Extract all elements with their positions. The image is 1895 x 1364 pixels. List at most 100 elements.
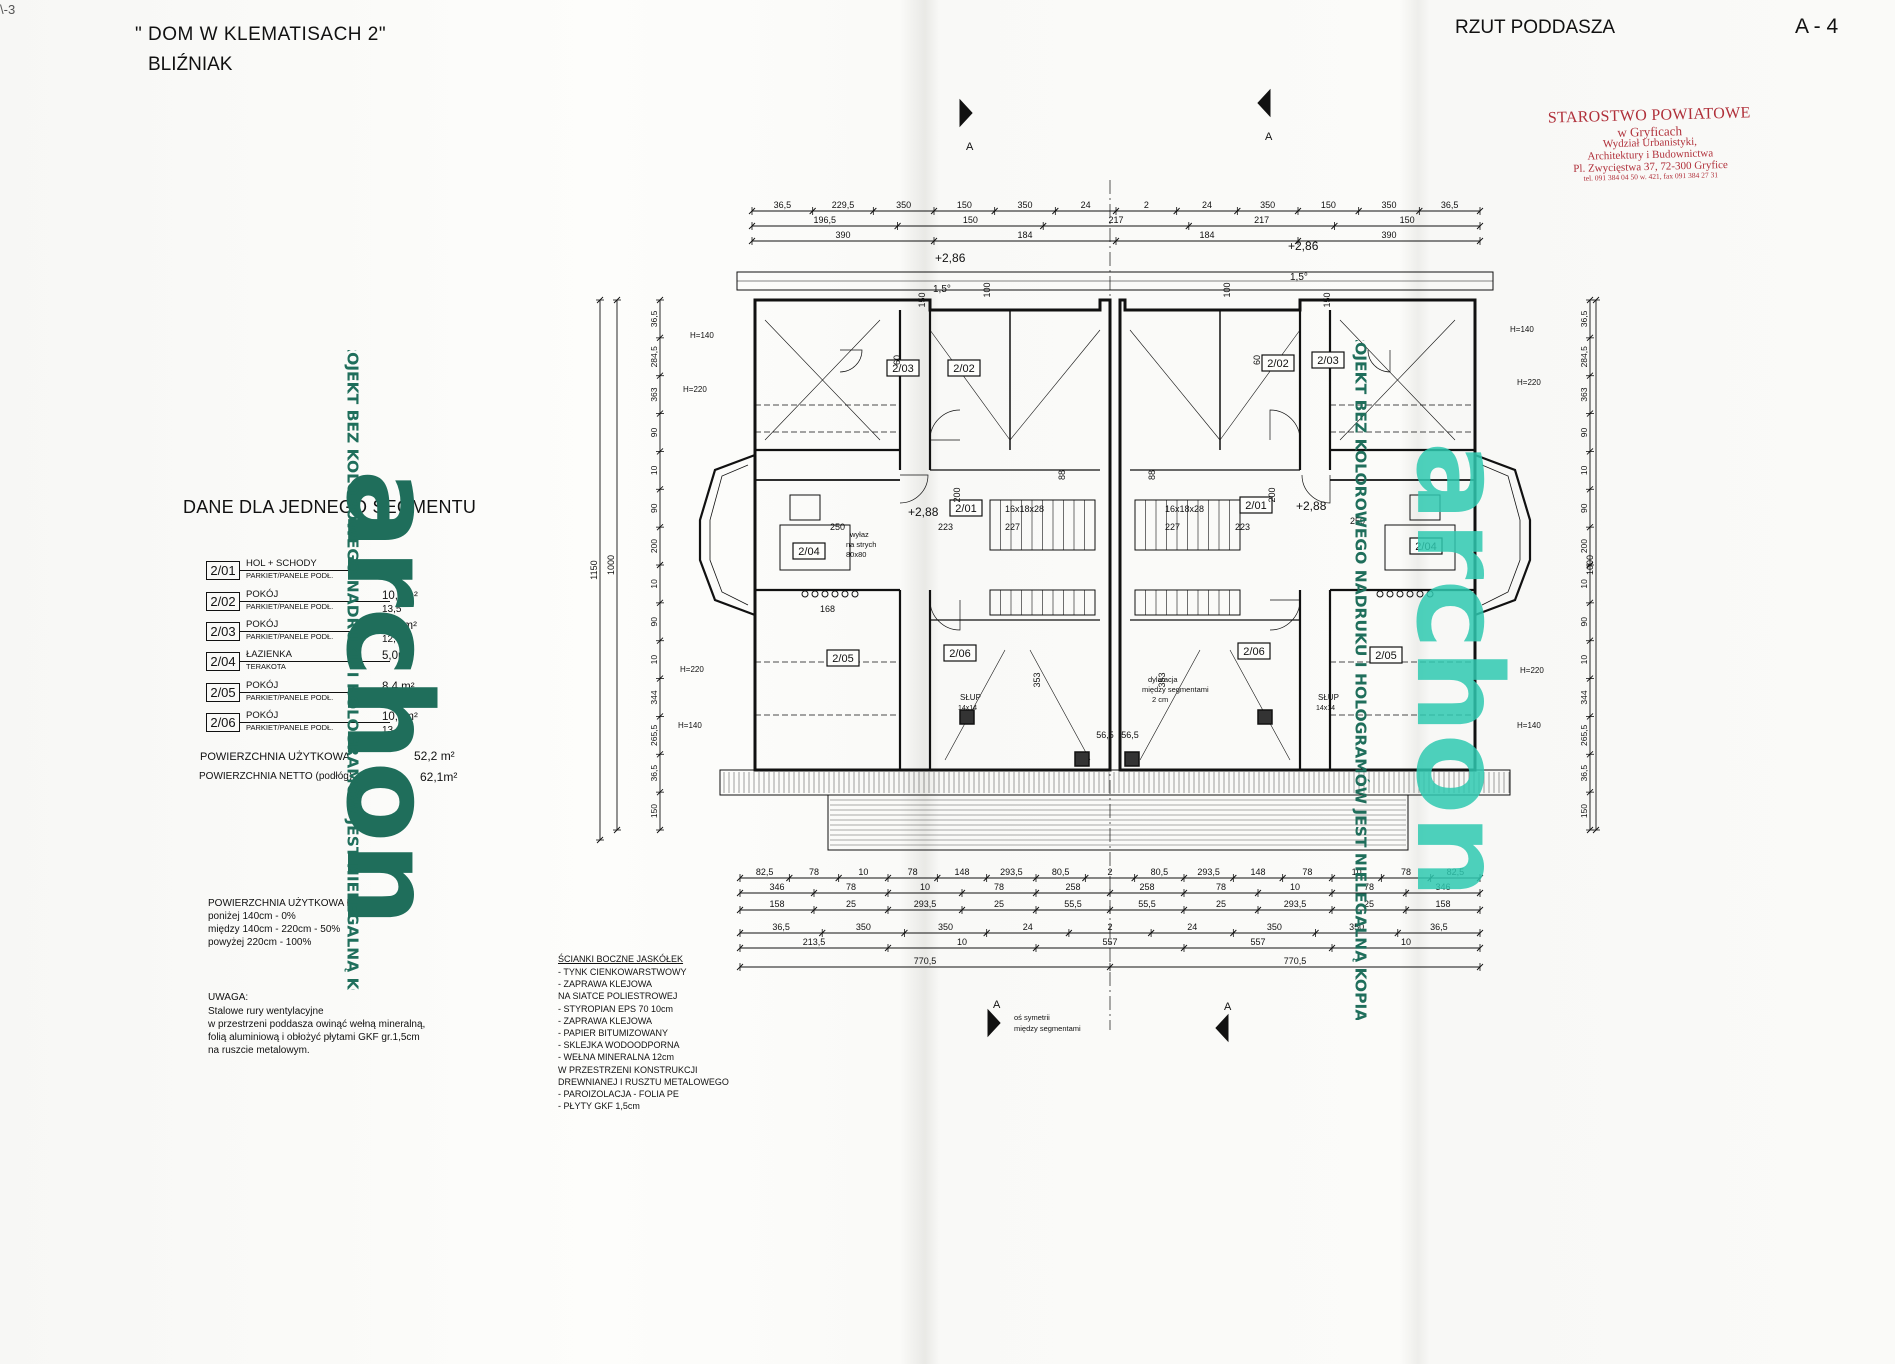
dormer-wall-layer: - PAPIER BITUMIZOWANY xyxy=(558,1028,669,1038)
bottom-dim-4-tick xyxy=(736,929,744,937)
bottom-dim-1-tick xyxy=(884,874,892,882)
height-label: H=140 xyxy=(678,721,702,730)
top-dim-1-label: 350 xyxy=(896,200,911,210)
right-dim-inner-tick xyxy=(1586,448,1594,455)
room-tag-right-text: 2/01 xyxy=(1245,500,1266,512)
dormer-right-inner xyxy=(1481,464,1521,606)
left-dim-inner-tick xyxy=(656,448,664,455)
bottom-dim-3-label: 158 xyxy=(769,899,784,909)
right-dim-inner-label: 284,5 xyxy=(1579,346,1589,368)
left-dim-inner-label: 10 xyxy=(649,655,659,665)
bottom-dim-3-tick xyxy=(1032,906,1040,914)
top-dim-2-tick xyxy=(1185,222,1193,230)
room-code: 2/04 xyxy=(206,652,240,671)
bottom-dim-2-label: 78 xyxy=(846,882,856,892)
dormer-wall-layer: - PAROIZOLACJA - FOLIA PE xyxy=(558,1089,679,1099)
misc-dim: 200 xyxy=(1267,487,1277,502)
top-dim-1-tick xyxy=(991,207,998,215)
room-name: HOL + SCHODY xyxy=(246,558,317,569)
room-name: POKÓJ xyxy=(246,680,279,691)
misc-dim: 88 xyxy=(1147,470,1157,480)
dormer-wall-layer: - SKLEJKA WODOODPORNA xyxy=(558,1040,680,1051)
right-dim-inner-tick xyxy=(1586,372,1594,380)
top-dim-2-label: 196,5 xyxy=(814,215,837,225)
bottom-dim-1-tick xyxy=(1180,874,1188,882)
rule-1: poniżej 140cm - 0% xyxy=(208,911,296,922)
right-dim-inner-tick xyxy=(1586,485,1594,493)
fixture xyxy=(811,590,819,598)
stair-label: 16x18x28 xyxy=(1165,504,1204,514)
right-dim-outer-label: 1000 xyxy=(1585,555,1595,575)
top-dim-2-tick xyxy=(1331,222,1338,230)
section-marker-bottom-left xyxy=(987,1008,1001,1038)
room-area: 10,8m² xyxy=(382,590,418,602)
bottom-dim-4-label: 350 xyxy=(1349,922,1364,932)
bottom-dim-4-tick xyxy=(1394,929,1402,937)
bottom-dim-2-label: 258 xyxy=(1065,882,1080,892)
left-dim-outer-tick xyxy=(596,296,604,304)
vent-label: 80x80 xyxy=(846,550,866,559)
bottom-dim-2-tick xyxy=(1328,889,1336,897)
left-dim-outer-tick xyxy=(596,836,604,844)
left-dim-mid-label: 1000 xyxy=(606,555,616,575)
bottom-dim-3-tick xyxy=(884,906,892,914)
right-dim-inner-tick xyxy=(1586,637,1594,645)
bottom-dim-4-label: 24 xyxy=(1023,922,1033,932)
bottom-dim-1-tick xyxy=(1230,874,1237,882)
right-dim-inner-label: 10 xyxy=(1579,579,1589,589)
misc-dim: 88 xyxy=(1057,470,1067,480)
bottom-dim-3-label: 25 xyxy=(846,899,856,909)
hip-line xyxy=(1229,649,1291,761)
bath-dim: 168 xyxy=(820,604,835,614)
bottom-dim-5-label: 10 xyxy=(957,937,967,947)
bottom-dim-1-tick xyxy=(1378,874,1385,882)
bottom-dim-2-tick xyxy=(1476,889,1484,897)
room-area: 8,4 m² xyxy=(382,681,415,693)
room-name: POKÓJ xyxy=(246,619,279,630)
left-dim-inner-tick xyxy=(656,523,664,531)
top-dim-1-label: 24 xyxy=(1202,200,1212,210)
bottom-dim-4-tick xyxy=(818,929,826,937)
net-area-value: 62,1m² xyxy=(420,770,458,784)
watermark-notice-left: PROJEKT BEZ KOLOROWEGO NADRUKU I HOLOGRA… xyxy=(344,350,363,990)
misc-dim: 56,5 xyxy=(1096,730,1114,740)
usable-area-label: POWIERZCHNIA UŻYTKOWA xyxy=(200,751,350,763)
misc-dim: 150 xyxy=(917,292,927,307)
expansion-label: dylatacja xyxy=(1148,675,1178,684)
stair-dim: 227 xyxy=(1005,522,1020,532)
stair-dim: 227 xyxy=(1165,522,1180,532)
expansion-label: 2 cm xyxy=(1152,695,1168,704)
misc-dim: 353 xyxy=(1157,672,1167,687)
room-finish: PARKIET/PANELE PODŁ. xyxy=(246,602,334,611)
shower-left xyxy=(789,494,821,521)
left-dim-inner-label: 36,5 xyxy=(649,765,659,782)
left-dim-inner-tick xyxy=(656,485,664,493)
bottom-dim-1-label: 2 xyxy=(1107,867,1112,877)
left-dim-inner-tick xyxy=(656,750,664,758)
right-dim-inner-tick xyxy=(1586,599,1594,607)
bottom-dim-3-tick xyxy=(1402,906,1410,914)
left-dim-inner-label: 90 xyxy=(649,503,659,513)
left-dim-outer-label: 1150 xyxy=(589,560,599,579)
room-tag-left-text: 2/04 xyxy=(798,546,819,558)
bottom-dim-1-label: 293,5 xyxy=(1000,867,1023,877)
plan-linework xyxy=(596,88,1600,1043)
right-dim-inner-label: 363 xyxy=(1579,387,1589,401)
dormer-walls-heading: ŚCIANKI BOCZNE JASKÓŁEK xyxy=(558,954,684,964)
left-dim-inner-label: 36,5 xyxy=(649,310,659,327)
misc-dim: 56,5 xyxy=(1121,730,1139,740)
room-code: 2/03 xyxy=(206,622,240,641)
bottom-dim-3-label: 25 xyxy=(1364,899,1374,909)
fixture xyxy=(1426,590,1434,598)
room-tag-left-text: 2/05 xyxy=(832,653,853,665)
corner-mark: \-3 xyxy=(0,2,16,17)
room-finish: PARKIET/PANELE PODŁ. xyxy=(246,571,334,580)
top-dim-1-label: 2 xyxy=(1144,200,1149,210)
room-tag-right xyxy=(1409,537,1443,555)
room-finish: TERAKOTA xyxy=(246,662,286,671)
bottom-dim-4-tick xyxy=(901,929,908,937)
rule-2: między 140cm - 220cm - 50% xyxy=(208,924,341,935)
room-floor-area: 11,8 xyxy=(382,695,401,706)
height-label: H=140 xyxy=(1517,721,1541,730)
